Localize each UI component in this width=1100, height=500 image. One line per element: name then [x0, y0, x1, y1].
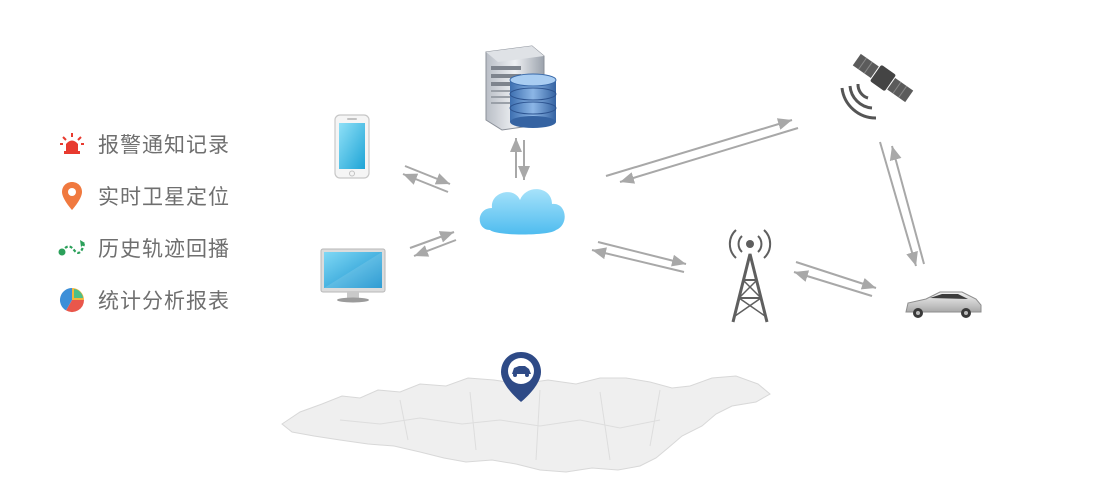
pie-chart-icon — [58, 286, 86, 314]
desktop-monitor-icon — [320, 248, 386, 303]
connection-arrows — [402, 118, 925, 297]
feature-label: 报警通知记录 — [98, 133, 230, 157]
route-track-icon — [58, 234, 86, 262]
cell-tower-icon — [728, 229, 772, 323]
china-map-silhouette — [281, 375, 771, 473]
feature-item-statistics-report[interactable]: 统计分析报表 — [58, 274, 230, 326]
feature-label: 实时卫星定位 — [98, 185, 230, 209]
location-pin-icon — [58, 182, 86, 210]
alarm-siren-icon — [58, 130, 86, 158]
feature-item-satellite-positioning[interactable]: 实时卫星定位 — [58, 170, 230, 222]
server-database-icon — [485, 45, 557, 131]
cloud-icon — [479, 189, 565, 235]
feature-item-alarm-records[interactable]: 报警通知记录 — [58, 118, 230, 170]
feature-item-track-playback[interactable]: 历史轨迹回播 — [58, 222, 230, 274]
feature-list: 报警通知记录 实时卫星定位 历史轨迹回播 — [58, 118, 230, 326]
vehicle-location-marker-icon — [501, 352, 541, 402]
smartphone-icon — [334, 114, 370, 179]
car-icon — [905, 291, 982, 318]
feature-label: 统计分析报表 — [98, 289, 230, 313]
satellite-icon — [840, 53, 914, 120]
feature-label: 历史轨迹回播 — [98, 237, 230, 261]
